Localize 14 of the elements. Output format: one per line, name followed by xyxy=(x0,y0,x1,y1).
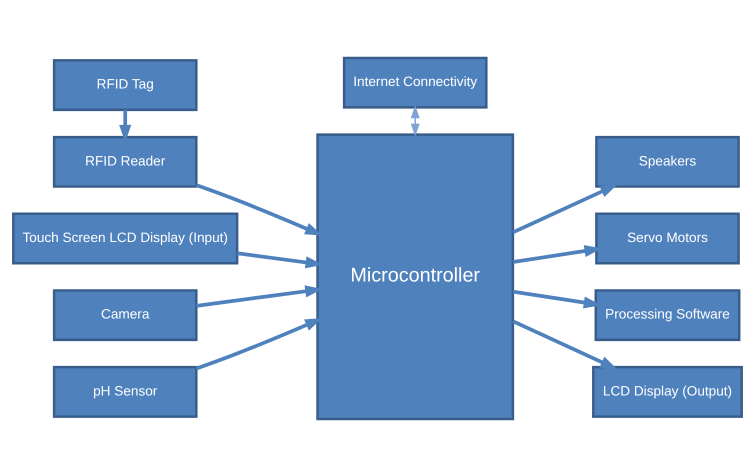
arrow xyxy=(512,184,618,234)
node-box: Processing Software xyxy=(594,288,740,341)
node-box: RFID Reader xyxy=(52,135,198,188)
node-box: Servo Motors xyxy=(595,212,740,264)
node-box: RFID Tag xyxy=(52,58,198,111)
node-box: Speakers xyxy=(595,135,740,188)
node-box: Microcontroller xyxy=(316,132,514,420)
arrow xyxy=(410,104,420,136)
node-box: LCD Display (Output) xyxy=(592,365,743,418)
node-box: pH Sensor xyxy=(52,365,198,418)
node-box: Touch Screen LCD Display (Input) xyxy=(12,212,238,264)
node-box: Camera xyxy=(52,288,198,341)
node-box: Internet Connectivity xyxy=(342,56,488,108)
arrow xyxy=(512,319,618,369)
